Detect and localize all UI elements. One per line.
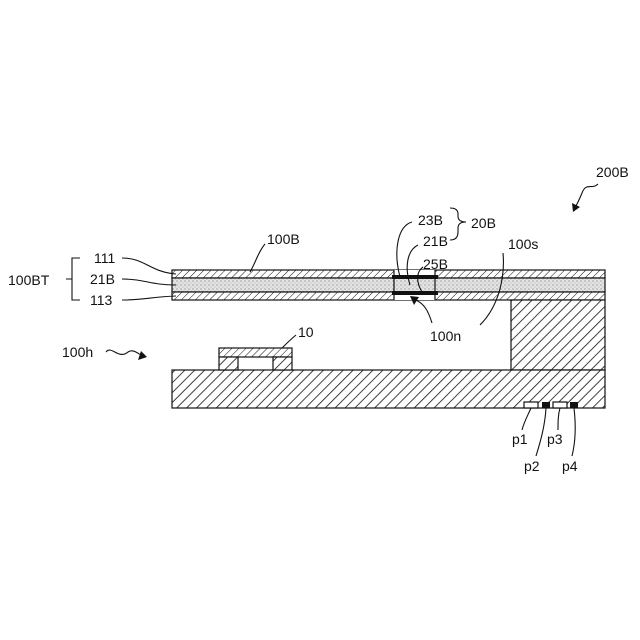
chip-leg-left bbox=[219, 357, 238, 370]
chip-body bbox=[219, 348, 292, 357]
pad-p2 bbox=[542, 402, 550, 408]
leader-113 bbox=[122, 296, 176, 300]
label-p2: p2 bbox=[524, 458, 540, 474]
label-113: 113 bbox=[90, 292, 113, 308]
label-p1: p1 bbox=[512, 431, 528, 447]
pad-p1 bbox=[524, 402, 538, 408]
leader-10 bbox=[282, 335, 296, 348]
leader-p4 bbox=[572, 408, 575, 456]
label-21b-left: 21B bbox=[90, 271, 115, 287]
label-25b: 25B bbox=[423, 256, 448, 272]
arrow-100h bbox=[138, 351, 147, 360]
label-100s: 100s bbox=[508, 236, 538, 252]
conductor-23b bbox=[392, 275, 438, 279]
bracket-100bt bbox=[66, 258, 80, 300]
label-200b: 200B bbox=[596, 164, 629, 180]
leader-100h bbox=[106, 350, 141, 355]
label-100h: 100h bbox=[62, 344, 93, 360]
chip-10 bbox=[219, 348, 292, 370]
layer-21b bbox=[172, 278, 605, 292]
leader-p2 bbox=[536, 408, 546, 456]
leader-100n bbox=[416, 300, 432, 323]
label-100bt: 100BT bbox=[8, 272, 50, 288]
label-100b: 100B bbox=[267, 231, 300, 247]
label-100n: 100n bbox=[430, 328, 461, 344]
label-111: 111 bbox=[94, 250, 115, 266]
support-block bbox=[511, 300, 605, 370]
leader-23b bbox=[397, 222, 412, 277]
label-20b: 20B bbox=[471, 215, 496, 231]
brace-20b bbox=[450, 208, 466, 240]
pad-p4 bbox=[570, 402, 578, 408]
base-substrate bbox=[172, 370, 605, 408]
leader-200b bbox=[576, 184, 598, 206]
label-10: 10 bbox=[298, 324, 314, 340]
leader-p3 bbox=[558, 408, 560, 430]
opening-dots bbox=[394, 279, 435, 291]
leader-21b-left bbox=[122, 279, 176, 285]
chip-leg-right bbox=[273, 357, 292, 370]
label-p4: p4 bbox=[562, 458, 578, 474]
leader-p1 bbox=[522, 408, 531, 430]
pad-p3 bbox=[553, 402, 567, 408]
arrow-200b bbox=[572, 203, 580, 212]
label-p3: p3 bbox=[547, 431, 563, 447]
label-21b-right: 21B bbox=[423, 233, 448, 249]
laminate-stack bbox=[172, 270, 605, 300]
leader-100b bbox=[250, 244, 265, 272]
layer-113 bbox=[172, 292, 605, 300]
layer-111 bbox=[172, 270, 605, 278]
label-23b: 23B bbox=[418, 212, 443, 228]
leader-111 bbox=[122, 258, 176, 274]
conductor-25b bbox=[392, 291, 438, 295]
